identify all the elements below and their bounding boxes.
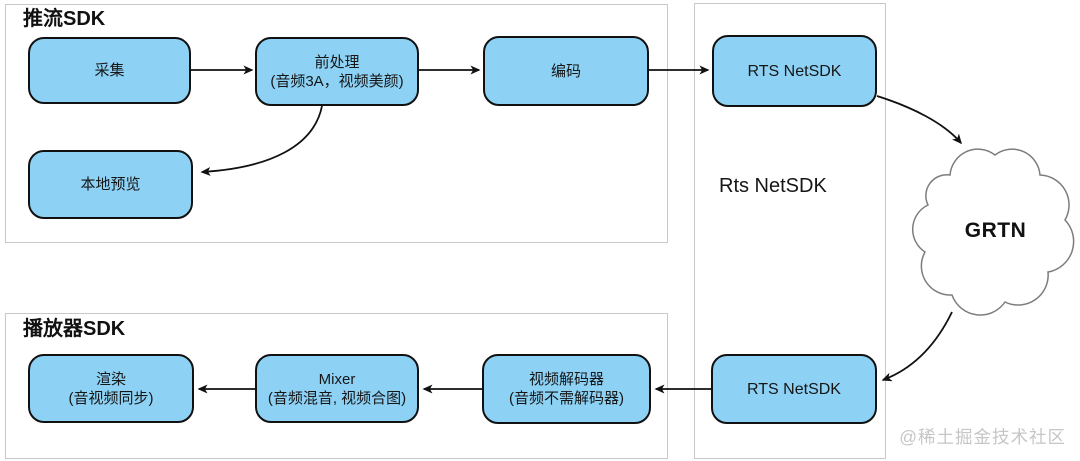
node-mixer-sublabel: (音频混音, 视频合图) [267,389,407,407]
node-video-decoder-sublabel: (音频不需解码器) [509,390,624,407]
node-render-label: 渲染 [95,370,126,388]
node-video-decoder: 视频解码器 (音频不需解码器) [482,354,651,424]
node-capture-label: 采集 [94,62,125,79]
grtn-cloud-label: GRTN [964,219,1027,242]
node-rts-netsdk-top-label: RTS NetSDK [747,62,842,80]
push-sdk-title: 推流SDK [23,8,106,30]
node-render: 渲染 (音视频同步) [28,354,194,423]
node-video-decoder-label: 视频解码器 [528,371,604,388]
node-render-sublabel: (音视频同步) [68,389,154,407]
node-local-preview: 本地预览 [28,150,193,219]
arrow-rtsnetsdk-to-grtn [876,95,962,145]
node-rts-netsdk-bottom-label: RTS NetSDK [747,380,841,398]
arrow-grtn-to-rtsnetsdk [881,311,953,382]
watermark: @稀土掘金技术社区 [899,427,1066,447]
node-local-preview-label: 本地预览 [80,176,141,193]
node-rts-netsdk-top: RTS NetSDK [712,35,877,107]
node-mixer: Mixer (音频混音, 视频合图) [255,354,419,423]
node-mixer-label: Mixer [318,370,356,388]
player-sdk-title: 播放器SDK [23,318,126,340]
node-rts-netsdk-bottom: RTS NetSDK [711,354,877,424]
node-preprocess-sublabel: (音频3A，视频美颜) [270,72,404,90]
node-encode-label: 编码 [550,62,581,80]
node-capture: 采集 [28,37,191,104]
node-preprocess-label: 前处理 [314,53,360,71]
node-preprocess: 前处理 (音频3A，视频美颜) [255,37,419,106]
net-sdk-title: Rts NetSDK [719,175,827,197]
node-encode: 编码 [483,36,649,106]
